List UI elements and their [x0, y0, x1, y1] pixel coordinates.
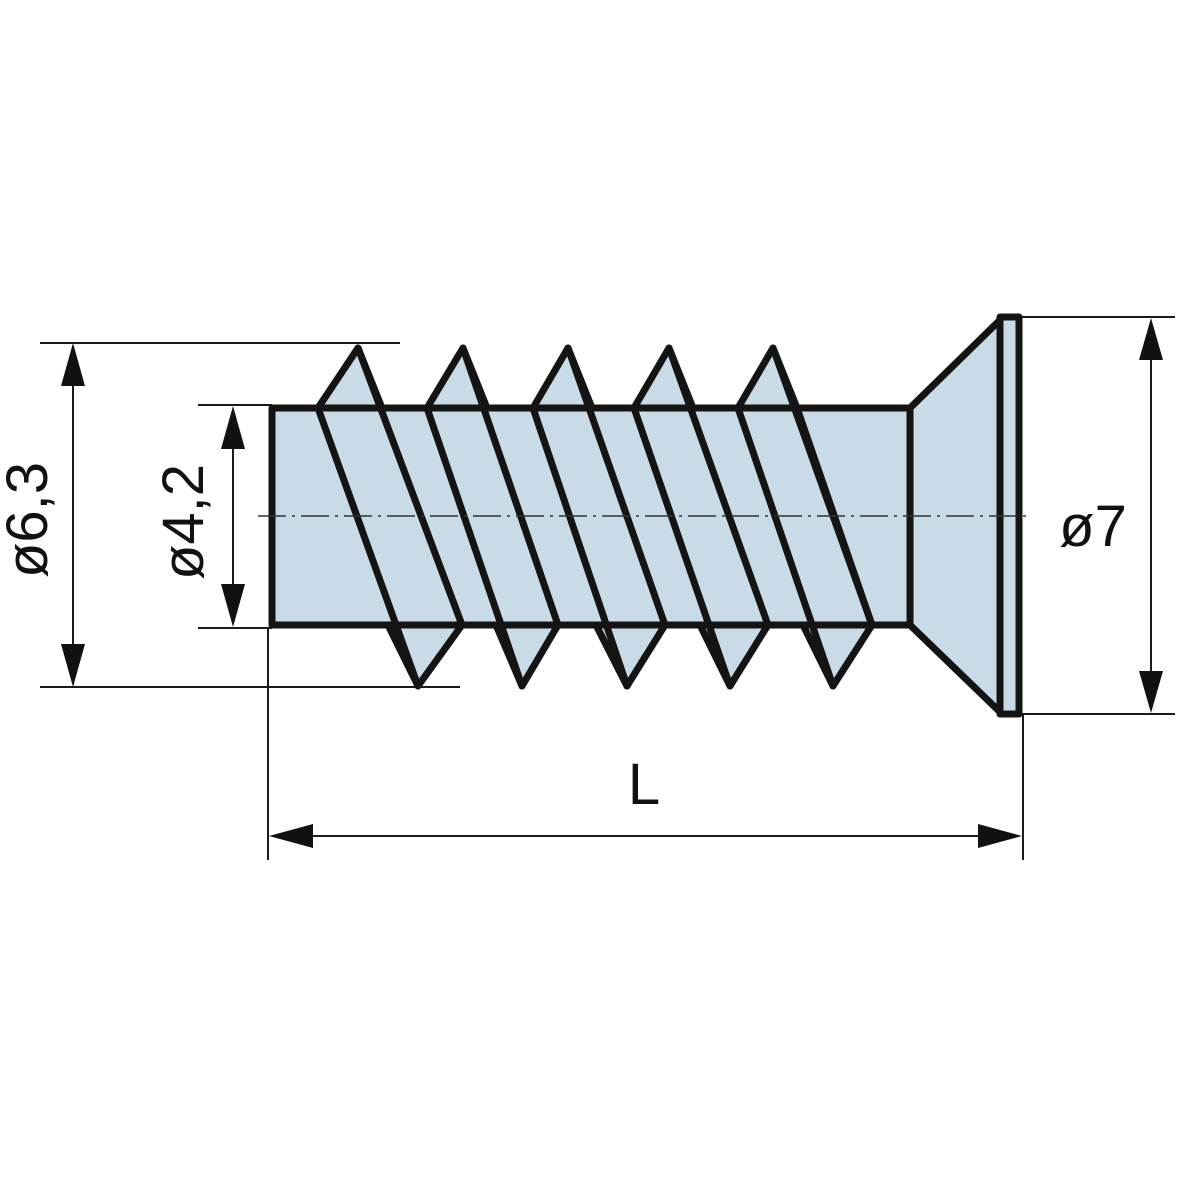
- dia-major-label: ø6,3: [0, 462, 60, 578]
- dimension-length: L: [269, 752, 1022, 848]
- arrow-down-icon: [221, 584, 245, 627]
- arrow-up-icon: [61, 343, 85, 386]
- arrow-down-icon: [1139, 671, 1163, 713]
- thread-root-1: [384, 621, 466, 690]
- extension-lines: [40, 316, 1175, 860]
- dia-minor-label: ø4,2: [151, 464, 216, 580]
- arrow-down-icon: [61, 644, 85, 687]
- dimension-head-diameter: ø7: [1059, 318, 1163, 713]
- dia-head-label: ø7: [1059, 494, 1127, 559]
- dimension-minor-diameter: ø4,2: [151, 406, 245, 627]
- arrow-up-icon: [1139, 318, 1163, 360]
- arrow-left-icon: [269, 824, 313, 848]
- arrow-right-icon: [978, 824, 1022, 848]
- arrow-up-icon: [221, 406, 245, 449]
- length-label: L: [628, 752, 660, 817]
- screw-body: [268, 313, 1023, 718]
- dimension-major-diameter: ø6,3: [0, 343, 85, 687]
